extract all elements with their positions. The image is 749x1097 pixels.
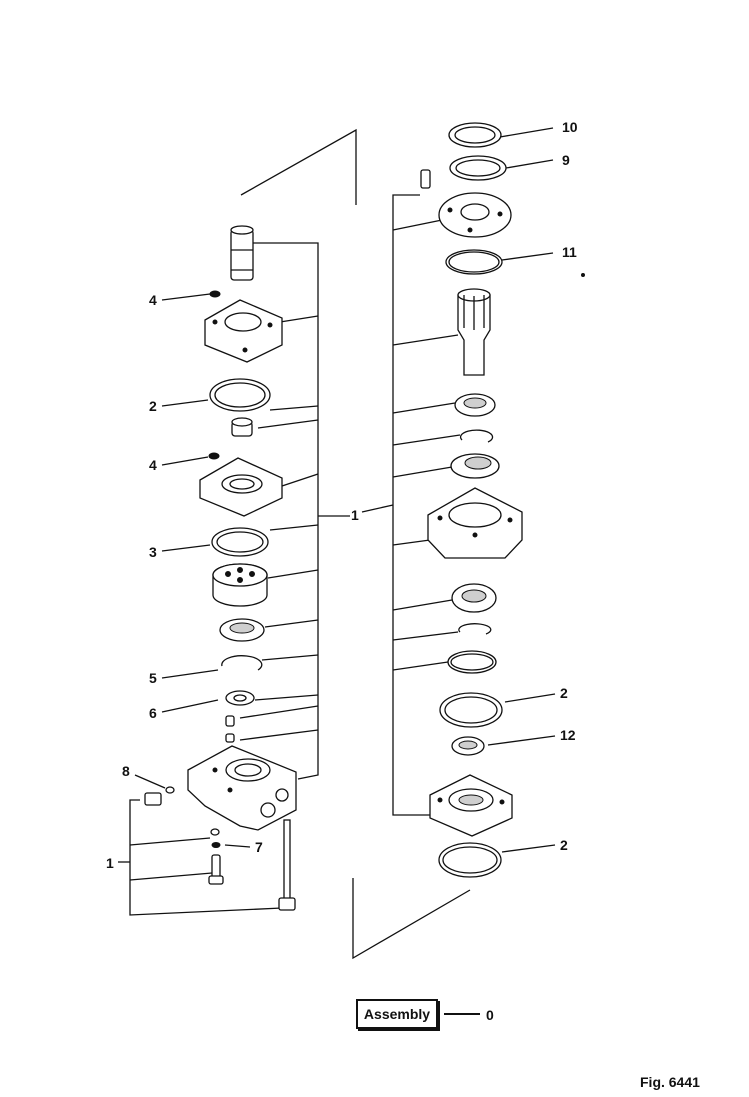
callout-10: 10 xyxy=(562,119,578,135)
callout-9: 9 xyxy=(562,152,570,168)
o-ring-2-bottom xyxy=(438,842,502,878)
assembly-outline-lines xyxy=(118,127,556,960)
snap-ring-lower-right xyxy=(458,623,492,635)
valve-plate-lower xyxy=(199,457,283,517)
callout-2-right: 2 xyxy=(560,685,568,701)
callout-8: 8 xyxy=(122,763,130,779)
small-ring-4-upper xyxy=(209,290,221,298)
callout-4-lower: 4 xyxy=(149,457,157,473)
o-ring-3 xyxy=(211,527,269,557)
o-ring-2-upper xyxy=(209,378,271,412)
seal-12 xyxy=(451,736,485,756)
motor-housing xyxy=(187,745,297,831)
plug-8 xyxy=(144,786,175,806)
bearing-left xyxy=(219,618,265,642)
decorative-dot xyxy=(581,273,585,277)
cylinder-block xyxy=(212,563,268,607)
bolt-small-right xyxy=(420,169,431,189)
callout-11: 11 xyxy=(562,244,577,260)
small-ring-4-lower xyxy=(208,452,220,460)
reduction-housing xyxy=(427,487,523,559)
callout-1-main: 1 xyxy=(351,507,359,523)
shaft-upper xyxy=(230,225,254,281)
o-ring-7 xyxy=(210,828,221,848)
snap-ring-upper-right xyxy=(459,429,494,443)
ring-10 xyxy=(448,122,502,148)
callout-3: 3 xyxy=(149,544,157,560)
flange-bottom xyxy=(429,774,513,837)
ring-9 xyxy=(449,155,507,181)
assembly-reference-box: Assembly xyxy=(356,999,438,1029)
callout-12: 12 xyxy=(560,727,576,743)
bearing-lower-right xyxy=(451,583,497,613)
callout-7: 7 xyxy=(255,839,263,855)
callout-2-bottom: 2 xyxy=(560,837,568,853)
callout-1-left: 1 xyxy=(106,855,114,871)
long-bolt xyxy=(278,819,296,911)
cover-plate xyxy=(438,192,512,238)
o-ring-11 xyxy=(445,249,503,275)
figure-label: Fig. 6441 xyxy=(640,1074,700,1090)
assembly-label: Assembly xyxy=(363,1006,431,1022)
pin-small xyxy=(225,715,235,743)
snap-ring-5 xyxy=(221,655,263,671)
callout-4-upper: 4 xyxy=(149,292,157,308)
o-ring-lower-right xyxy=(447,650,497,674)
washer-6 xyxy=(225,690,255,706)
o-ring-2-right xyxy=(439,692,503,728)
callout-6: 6 xyxy=(149,705,157,721)
bearing-upper-right xyxy=(454,393,496,417)
spline-coupling xyxy=(231,417,253,437)
output-pinion-shaft xyxy=(457,288,491,376)
assembly-dash xyxy=(444,1013,480,1015)
callout-5: 5 xyxy=(149,670,157,686)
bearing-seal-right xyxy=(450,453,500,479)
callout-2-left: 2 xyxy=(149,398,157,414)
assembly-number: 0 xyxy=(486,1007,494,1023)
relief-valve-screw xyxy=(208,854,224,885)
valve-plate-upper xyxy=(204,299,283,363)
